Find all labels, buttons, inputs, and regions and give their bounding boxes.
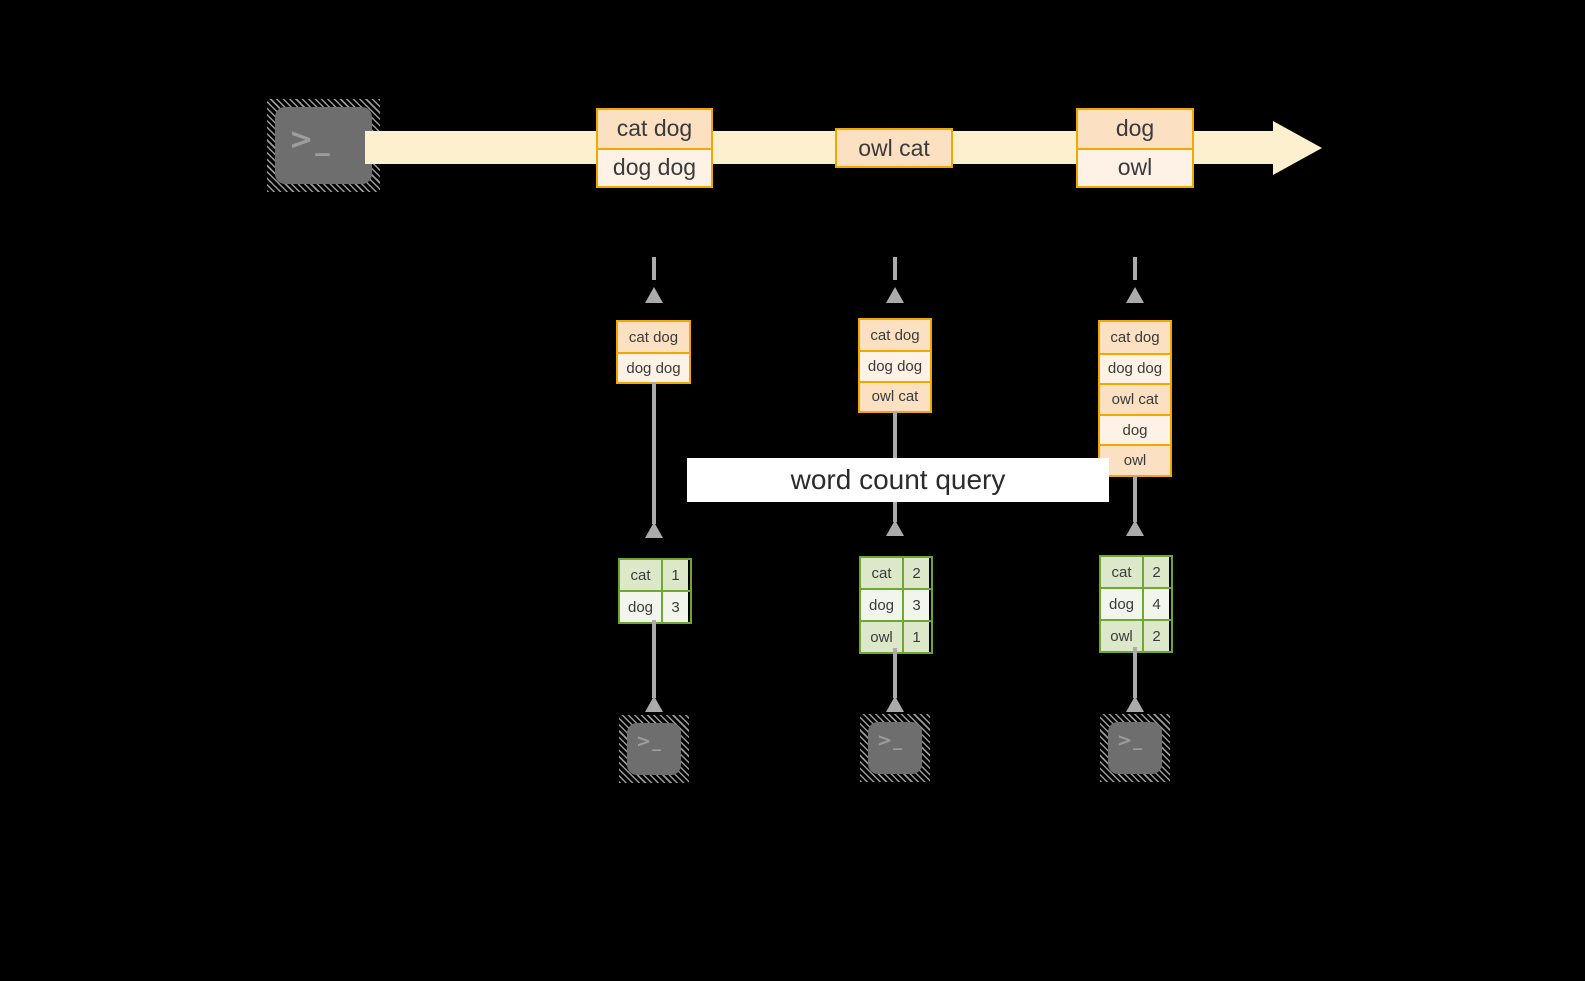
col1-state-box[interactable]: cat dog dog dog (616, 320, 691, 384)
stream-event-3-line-1: dog (1078, 110, 1192, 148)
col2-feed-arrowhead (886, 287, 904, 303)
terminal-screen (275, 107, 372, 184)
col3-result-to-sink-arrowhead (1126, 696, 1144, 712)
col3-result-word-3: owl (1101, 621, 1142, 651)
terminal-screen (868, 722, 922, 774)
terminal-screen (1108, 722, 1162, 774)
stream-event-3-line-2: owl (1078, 147, 1192, 186)
col1-result-count-1: 1 (661, 560, 688, 590)
col1-result-to-sink-arrowhead (645, 696, 663, 712)
col1-feed-dash-1 (652, 257, 656, 280)
col3-result-table[interactable]: cat 2 dog 4 owl 2 (1099, 555, 1173, 653)
col3-sink-terminal-icon: >_ (1100, 714, 1170, 782)
terminal-screen (627, 723, 681, 775)
col2-result-word-2: dog (861, 590, 902, 620)
col1-sink-terminal-icon: >_ (619, 715, 689, 783)
table-row: cat 2 (1101, 557, 1171, 587)
query-label-band: word count query (687, 458, 1109, 502)
col3-feed-arrowhead (1126, 287, 1144, 303)
col1-result-to-sink-line (652, 620, 656, 698)
stream-event-2[interactable]: owl cat (835, 128, 953, 168)
stream-event-3[interactable]: dog owl (1076, 108, 1194, 188)
terminal-prompt: >_ (289, 122, 332, 156)
col3-result-count-3: 2 (1142, 621, 1169, 651)
col2-result-to-sink-arrowhead (886, 696, 904, 712)
col3-state-line-5: owl (1100, 444, 1170, 475)
table-row: owl 1 (861, 620, 931, 652)
col3-result-count-2: 4 (1142, 589, 1169, 619)
col2-result-word-3: owl (861, 622, 902, 652)
col2-sink-terminal-icon: >_ (860, 714, 930, 782)
col1-result-count-2: 3 (661, 592, 688, 622)
col2-result-count-1: 2 (902, 558, 929, 588)
col2-result-count-3: 1 (902, 622, 929, 652)
col2-state-box[interactable]: cat dog dog dog owl cat (858, 318, 932, 413)
table-row: dog 4 (1101, 587, 1171, 619)
col3-result-word-1: cat (1101, 557, 1142, 587)
query-label: word count query (790, 464, 1006, 495)
col2-result-count-2: 3 (902, 590, 929, 620)
col3-result-count-1: 2 (1142, 557, 1169, 587)
col2-feed-dash-1 (893, 257, 897, 280)
table-row: dog 3 (861, 588, 931, 620)
col2-result-table[interactable]: cat 2 dog 3 owl 1 (859, 556, 933, 654)
col1-result-word-1: cat (620, 560, 661, 590)
col1-feed-arrowhead (645, 287, 663, 303)
terminal-prompt: >_ (877, 730, 904, 751)
stream-event-1[interactable]: cat dog dog dog (596, 108, 713, 188)
col3-state-to-result-line (1133, 475, 1137, 522)
col1-result-word-2: dog (620, 592, 661, 622)
col1-state-to-result-line (652, 382, 656, 524)
table-row: owl 2 (1101, 619, 1171, 651)
col3-state-line-2: dog dog (1100, 352, 1170, 384)
terminal-prompt: >_ (1117, 730, 1144, 751)
col2-result-to-sink-line (893, 648, 897, 698)
col2-state-line-1: cat dog (860, 320, 930, 351)
table-row: cat 1 (620, 560, 690, 590)
table-row: dog 3 (620, 590, 690, 622)
terminal-prompt: >_ (636, 731, 663, 752)
col1-state-line-2: dog dog (618, 352, 689, 382)
col2-state-line-2: dog dog (860, 350, 930, 381)
col2-result-word-1: cat (861, 558, 902, 588)
col3-state-box[interactable]: cat dog dog dog owl cat dog owl (1098, 320, 1172, 477)
stream-event-2-line-1: owl cat (837, 130, 951, 166)
col1-state-to-result-arrowhead (645, 522, 663, 538)
stream-event-1-line-2: dog dog (598, 147, 711, 186)
col3-result-word-2: dog (1101, 589, 1142, 619)
col2-state-line-3: owl cat (860, 380, 930, 411)
col3-state-line-1: cat dog (1100, 322, 1170, 353)
col1-result-table[interactable]: cat 1 dog 3 (618, 558, 692, 624)
col1-state-line-1: cat dog (618, 322, 689, 352)
event-stream-arrowhead (1273, 121, 1322, 175)
col3-state-line-3: owl cat (1100, 383, 1170, 414)
stream-event-1-line-1: cat dog (598, 110, 711, 148)
col3-state-to-result-arrowhead (1126, 520, 1144, 536)
table-row: cat 2 (861, 558, 931, 588)
col3-result-to-sink-line (1133, 647, 1137, 698)
source-terminal-icon: >_ (267, 99, 380, 192)
col2-state-to-result-arrowhead (886, 520, 904, 536)
col3-feed-dash-1 (1133, 257, 1137, 280)
col3-state-line-4: dog (1100, 413, 1170, 445)
